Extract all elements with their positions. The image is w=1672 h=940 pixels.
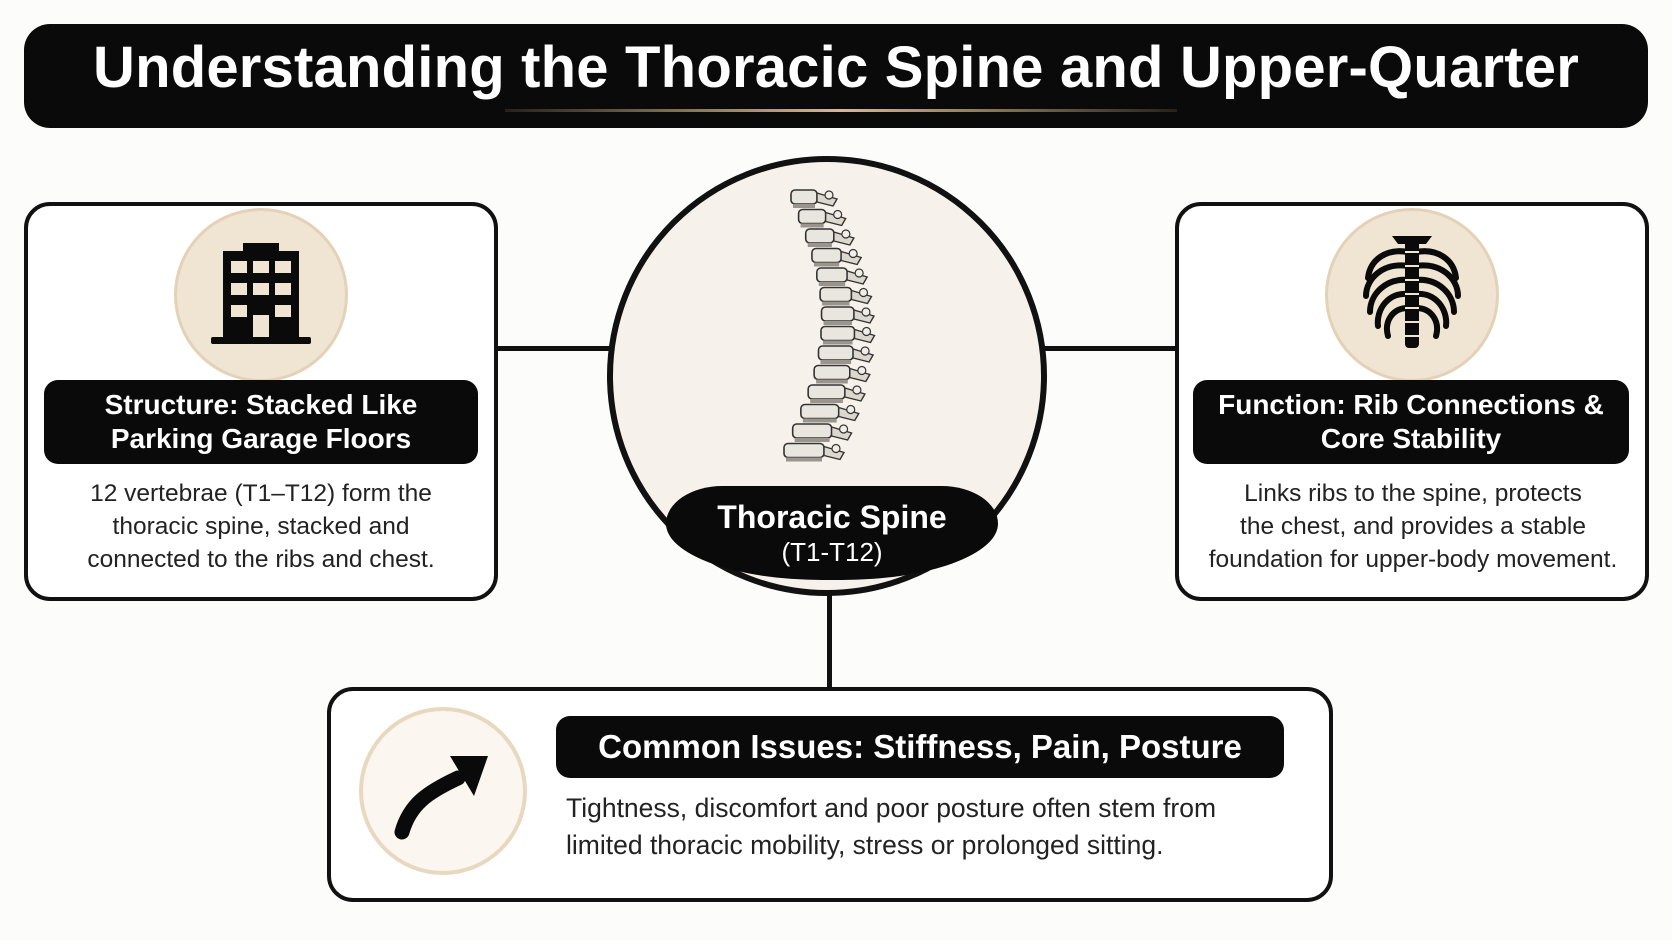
connector-right bbox=[1040, 346, 1175, 351]
function-desc-line1: Links ribs to the spine, protects bbox=[1244, 480, 1582, 507]
function-description: Links ribs to the spine, protects the ch… bbox=[1180, 477, 1646, 576]
center-title: Thoracic Spine bbox=[717, 499, 947, 535]
structure-icon-circle bbox=[174, 208, 348, 382]
page-title: Understanding the Thoracic Spine and Upp… bbox=[93, 35, 1579, 100]
issues-description: Tightness, discomfort and poor posture o… bbox=[566, 790, 1306, 864]
function-desc-line3: foundation for upper-body movement. bbox=[1208, 546, 1618, 573]
title-underline bbox=[505, 109, 1177, 112]
curved-arrow-icon bbox=[394, 756, 488, 840]
center-subtitle: (T1-T12) bbox=[781, 537, 883, 567]
structure-desc-line3: connected to the ribs and chest. bbox=[87, 546, 435, 573]
function-heading-line2: Core Stability bbox=[1320, 423, 1502, 454]
issues-heading: Common Issues: Stiffness, Pain, Posture bbox=[556, 716, 1284, 778]
structure-description: 12 vertebrae (T1–T12) form the thoracic … bbox=[44, 477, 478, 576]
structure-heading: Structure: Stacked Like Parking Garage F… bbox=[44, 380, 478, 464]
issues-desc-line1: Tightness, discomfort and poor posture o… bbox=[566, 793, 1217, 823]
structure-heading-line2: Parking Garage Floors bbox=[110, 423, 412, 454]
structure-heading-line1: Structure: Stacked Like bbox=[104, 389, 418, 420]
issues-desc-line2: limited thoracic mobility, stress or pro… bbox=[566, 830, 1164, 860]
connector-bottom bbox=[827, 592, 832, 688]
function-icon-circle bbox=[1325, 208, 1499, 382]
structure-desc-line2: thoracic spine, stacked and bbox=[112, 513, 410, 540]
function-heading: Function: Rib Connections & Core Stabili… bbox=[1193, 380, 1629, 464]
function-desc-line2: the chest, and provides a stable bbox=[1240, 513, 1586, 540]
function-heading-line1: Function: Rib Connections & bbox=[1218, 389, 1604, 420]
issues-icon-circle bbox=[359, 707, 527, 875]
building-icon bbox=[211, 243, 311, 344]
spine-icon bbox=[783, 189, 876, 462]
center-label-band: Thoracic Spine (T1-T12) bbox=[666, 486, 998, 580]
structure-desc-line1: 12 vertebrae (T1–T12) form the bbox=[90, 480, 432, 507]
ribcage-icon bbox=[1363, 236, 1461, 348]
connector-left bbox=[465, 346, 615, 351]
issues-heading-text: Common Issues: Stiffness, Pain, Posture bbox=[598, 728, 1242, 765]
